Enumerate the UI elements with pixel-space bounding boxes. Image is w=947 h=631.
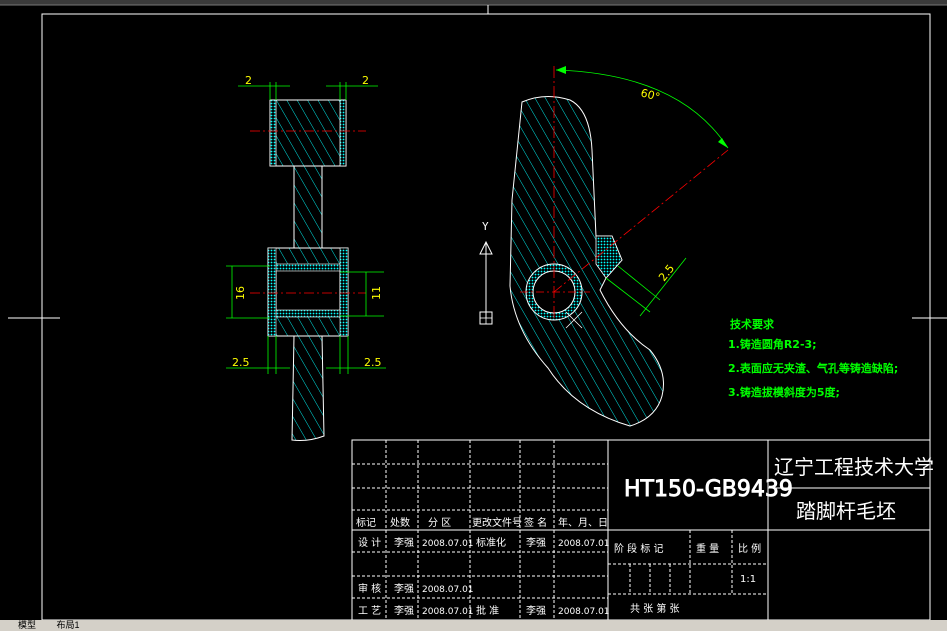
dim-bore-inner: 11 (340, 271, 384, 317)
angle-arrow-end (718, 138, 728, 148)
hdr-date: 年、月、日 (558, 516, 608, 529)
sheet-label: 共 张 第 张 (630, 602, 680, 615)
part-name: 踏脚杆毛坯 (796, 499, 896, 523)
hub-left-allowance (267, 247, 277, 337)
technical-requirements: 技术要求 1.铸造圆角R2-3; 2.表面应无夹渣、气孔等铸造缺陷; 3.铸造拔… (728, 317, 898, 399)
scale-value: 1:1 (740, 574, 756, 585)
ucs-y-label: Y (482, 220, 489, 233)
school-name: 辽宁工程技术大学 (774, 455, 934, 479)
tab-model[interactable]: 模型 (18, 620, 37, 630)
dim-bore-height-text: 16 (234, 286, 247, 300)
tech-req-title: 技术要求 (730, 317, 775, 331)
dim-wall-left-text: 2.5 (232, 356, 250, 369)
row-process-name2: 李强 (526, 604, 546, 617)
tech-req-item-2: 2.表面应无夹渣、气孔等铸造缺陷; (728, 361, 898, 375)
row-design-date2: 2008.07.01 (558, 539, 610, 549)
lug-dim-ext-2 (605, 277, 651, 313)
dim-top-left: 2 (238, 74, 290, 100)
lower-arm-section (291, 335, 325, 441)
dim-bore-inner-text: 11 (370, 286, 383, 300)
angle-arc (555, 69, 729, 149)
ucs-icon: Y (479, 220, 493, 325)
row-review-name: 李强 (394, 582, 414, 595)
top-block-right-allowance (339, 99, 347, 167)
hdr-mark: 标记 (356, 517, 376, 529)
row-process-role2: 批 准 (476, 604, 499, 617)
row-design-date: 2008.07.01 (422, 539, 474, 549)
hub-right-allowance (339, 247, 349, 337)
front-view[interactable]: 60° 2.5 Y (479, 66, 729, 427)
tech-req-item-3: 3.铸造拔模斜度为5度; (728, 385, 840, 399)
row-design-name2: 李强 (526, 536, 546, 549)
lug-allowance (595, 235, 623, 279)
dim-top-left-text: 2 (245, 74, 252, 87)
cursor-mark-2 (565, 311, 583, 329)
top-block-left-allowance (269, 99, 277, 167)
dim-bore-height: 16 (226, 265, 270, 319)
row-process-date2: 2008.07.01 (558, 607, 610, 617)
row-review-role: 审 核 (358, 582, 381, 595)
hdr-change-doc: 更改文件号 (472, 516, 522, 529)
layout-tabs-bar: 模型 布局1 (0, 620, 947, 631)
bore-bottom-allowance (275, 309, 341, 318)
dim-wall-left: 2.5 (226, 336, 290, 374)
material-text: HT150-GB9439 (624, 477, 793, 502)
dim-wall-right-text: 2.5 (364, 356, 382, 369)
lug-thickness-text: 2.5 (656, 262, 677, 284)
angle-text: 60° (639, 86, 661, 104)
lug-dim-ext-1 (617, 265, 661, 301)
row-process-date: 2008.07.01 (422, 607, 474, 617)
tech-req-item-1: 1.铸造圆角R2-3; (728, 337, 817, 351)
angle-arrow-start (556, 66, 566, 74)
side-section-view[interactable]: 2 2 16 11 2.5 (226, 74, 386, 441)
bore-top-allowance (275, 263, 341, 272)
hdr-count: 处数 (390, 516, 410, 529)
row-design-role2: 标准化 (476, 536, 506, 549)
row-process-role: 工 艺 (358, 605, 381, 617)
row-design-role: 设 计 (358, 536, 381, 549)
tab-layout1[interactable]: 布局1 (56, 620, 80, 630)
dim-top-right-text: 2 (362, 74, 369, 87)
toolbar-strip (0, 0, 947, 5)
row-design-name: 李强 (394, 536, 414, 549)
weight-label: 重 量 (696, 542, 719, 555)
hdr-signature: 签 名 (524, 516, 547, 529)
row-review-date: 2008.07.01 (422, 585, 474, 595)
neck-section (293, 165, 323, 249)
title-block[interactable] (351, 439, 931, 621)
dim-top-right: 2 (326, 74, 378, 100)
pedal-lever-body (509, 96, 664, 427)
angled-centerline (553, 149, 729, 293)
top-block (269, 99, 347, 167)
scale-label: 比 例 (738, 542, 761, 555)
dim-wall-right: 2.5 (326, 336, 386, 374)
hdr-zone: 分 区 (428, 517, 451, 529)
lug-dim-line (639, 257, 687, 317)
row-process-name: 李强 (394, 604, 414, 617)
title-block-text: HT150-GB9439 辽宁工程技术大学 踏脚杆毛坯 标记 处数 分 区 更改… (356, 455, 934, 617)
stage-mark-label: 阶 段 标 记 (614, 542, 664, 555)
